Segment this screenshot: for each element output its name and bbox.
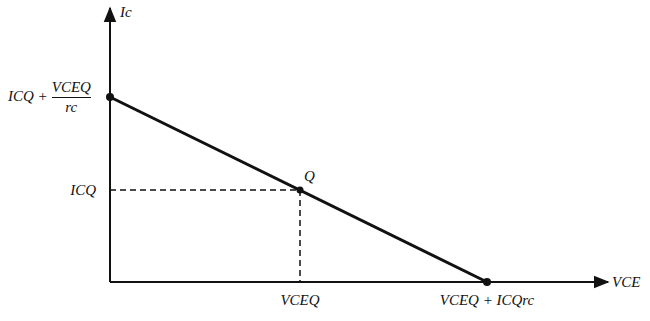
value-label: VCEQ (52, 79, 91, 96)
value-label: ICQ (70, 182, 96, 199)
dashed-guide (299, 190, 301, 282)
y-axis (109, 8, 111, 282)
value-label: ICQ + (8, 88, 48, 105)
dashed-guide (110, 189, 300, 191)
axis-label: VCE (612, 274, 640, 291)
axis-label: Ic (120, 4, 132, 21)
point-label: Q (304, 168, 315, 185)
load-line (110, 97, 487, 282)
x-axis (110, 281, 608, 283)
q-point-dot (297, 187, 304, 194)
intercept-dot (483, 278, 491, 286)
value-label: rc (52, 97, 91, 116)
intercept-dot (106, 93, 114, 101)
value-label: VCEQ + ICQrc (440, 292, 535, 309)
value-label: VCEQ (280, 292, 319, 309)
